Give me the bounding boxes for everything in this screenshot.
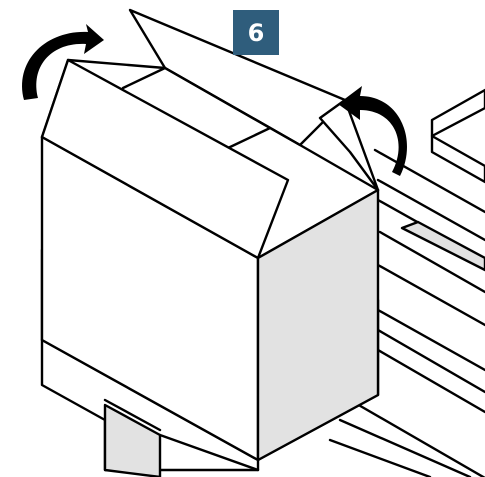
- step-number-badge: 6: [233, 10, 279, 55]
- box-side-face: [256, 188, 380, 462]
- conveyor-rollers: [328, 88, 485, 477]
- curved-arrow-counterclockwise-icon: [338, 86, 407, 176]
- step-badge-bg: [233, 10, 279, 55]
- step-number: 6: [247, 18, 265, 47]
- front-flap: [40, 58, 290, 260]
- curved-arrow-clockwise-icon: [22, 24, 104, 100]
